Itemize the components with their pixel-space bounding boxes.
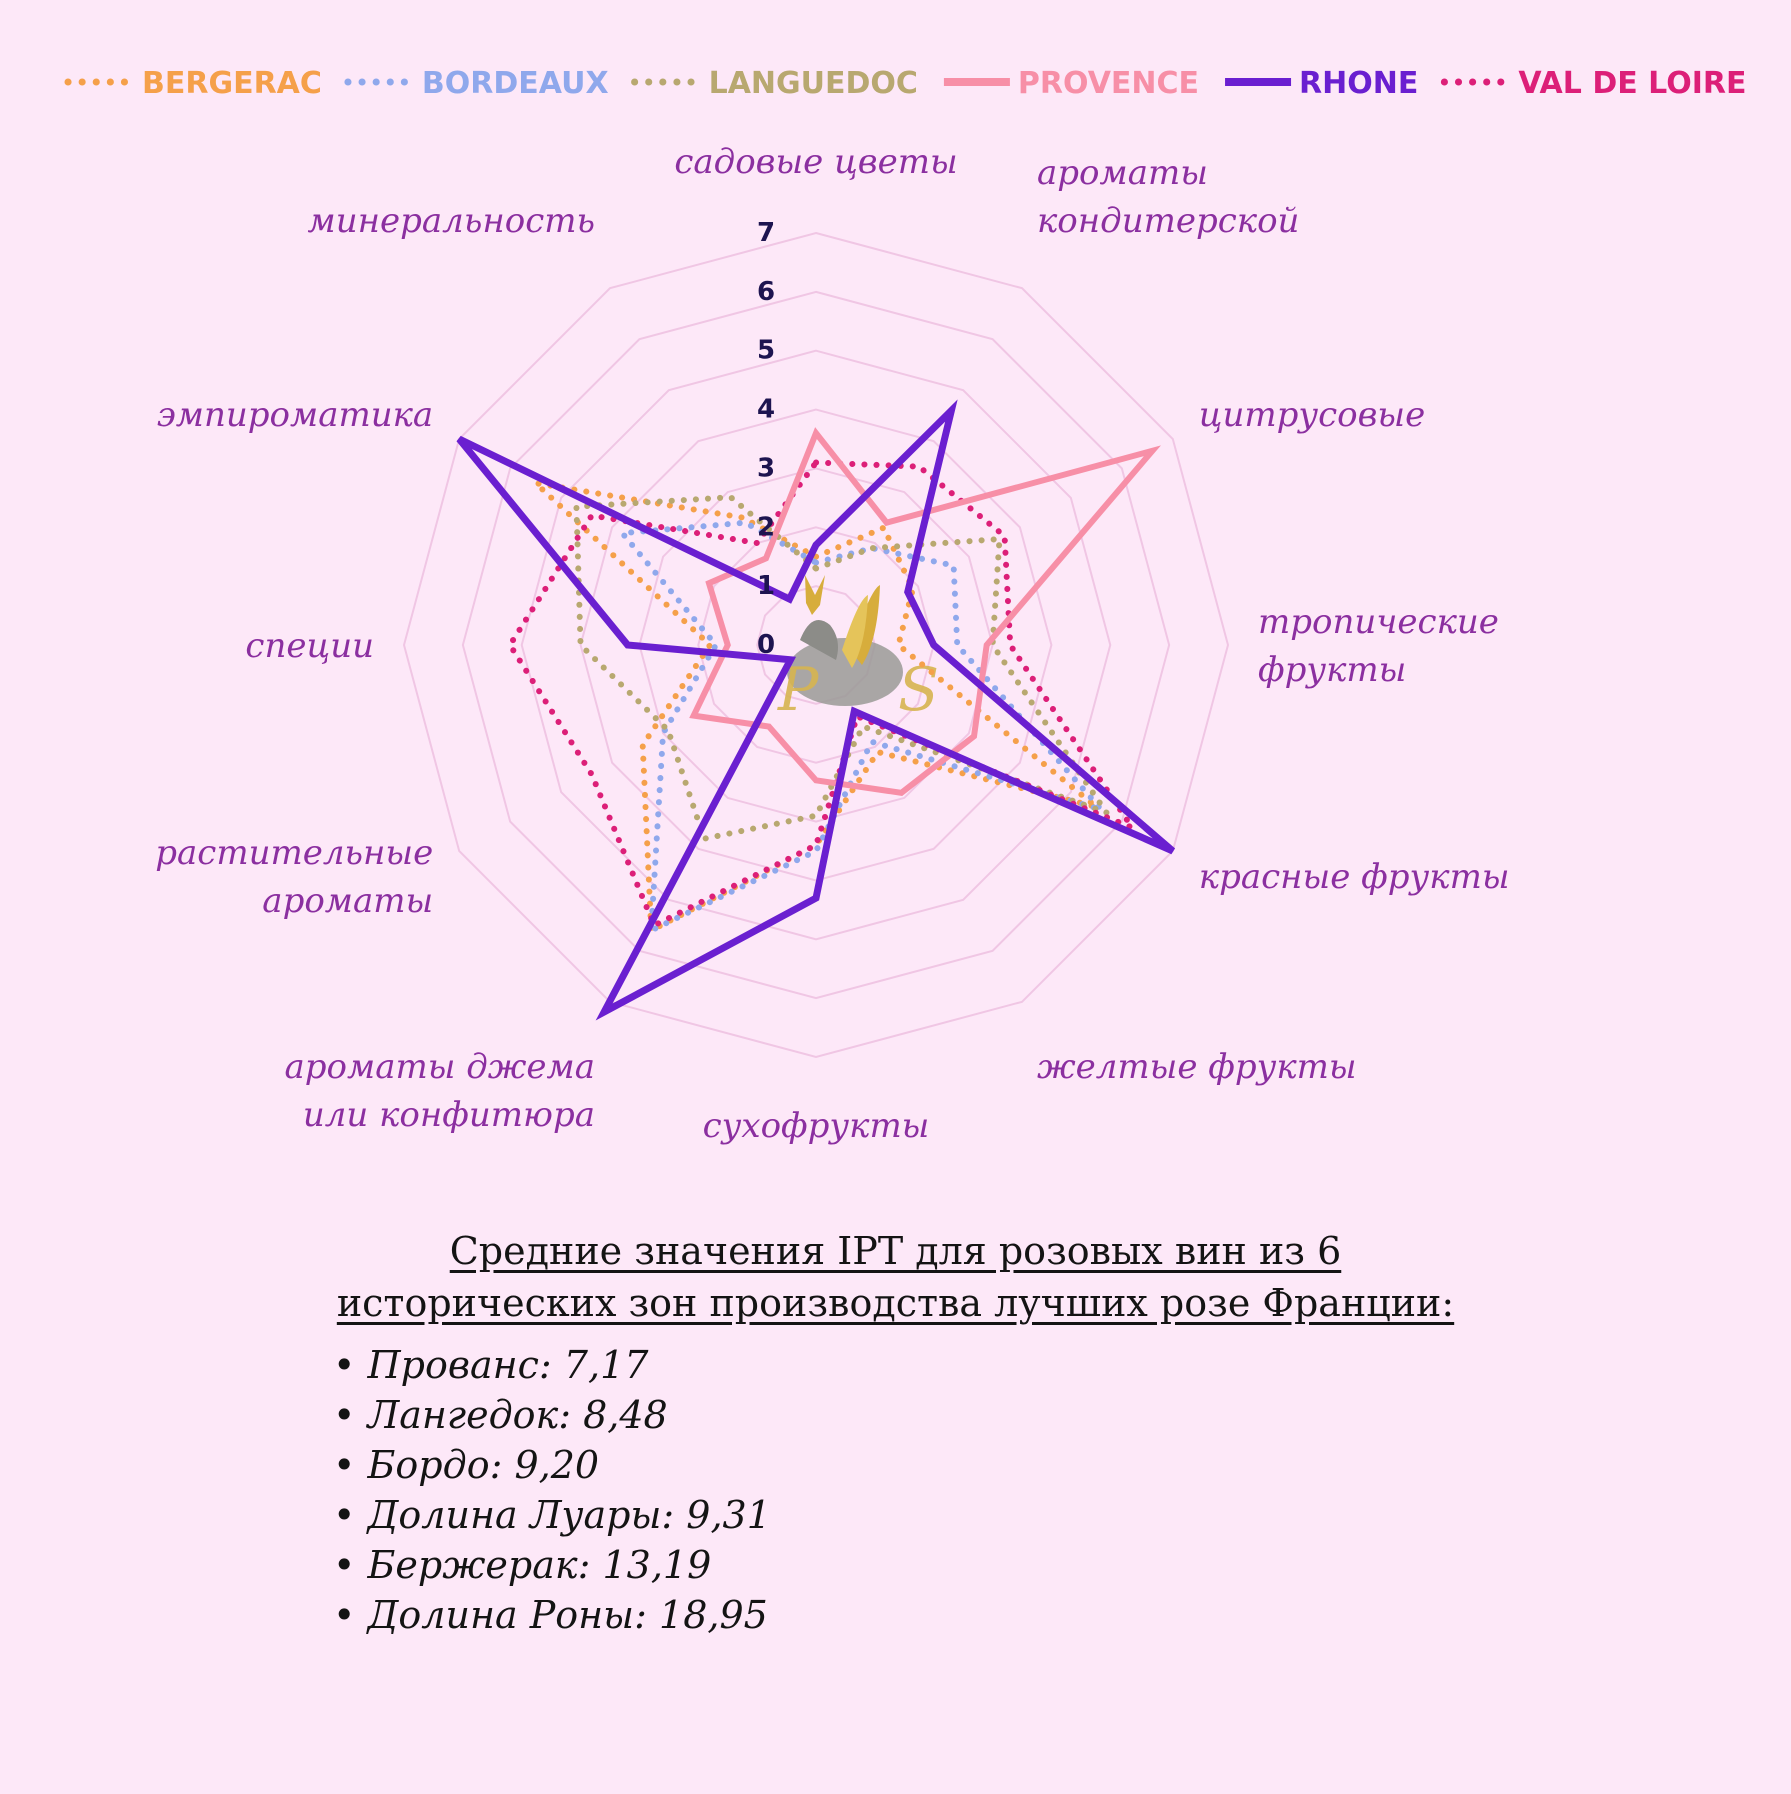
caption-line-2: исторических зон производства лучших роз… [336,1281,1455,1325]
series-layer [456,399,1176,1021]
legend-label: LANGUEDOC [709,66,918,101]
legend-label: VAL DE LOIRE [1518,66,1746,101]
svg-text:P: P [777,655,820,725]
axis-label: красные фрукты [1199,857,1510,897]
grid-ring [579,408,1053,882]
tick-label: 4 [757,395,775,425]
caption-line-1: Средние значения IPT для розовых вин из … [449,1229,1342,1273]
axis-label: эмпироматика [157,395,433,435]
stat-item: Лангедок: 8,48 [333,1390,771,1440]
legend-label: RHONE [1299,66,1418,101]
tick-label: 7 [757,218,775,248]
legend-item-val-de-loire: VAL DE LOIRE [1440,66,1746,101]
tick-label: 1 [757,571,775,601]
caption: Средние значения IPT для розовых вин из … [0,1225,1791,1329]
ipt-stats-list: Прованс: 7,17 Лангедок: 8,48 Бордо: 9,20… [333,1340,771,1640]
series-rhone [456,399,1176,1021]
stat-item: Долина Луары: 9,31 [333,1490,771,1540]
series-bergerac [526,478,1099,936]
tick-label: 3 [757,453,775,483]
legend-label: BERGERAC [142,66,322,101]
tick-label: 5 [757,336,775,366]
legend: BERGERAC BORDEAUX LANGUEDOC PROVENCE RHONE VA… [64,66,1746,101]
legend-item-languedoc: LANGUEDOC [631,66,918,101]
radial-ticks: 0 1 2 3 4 5 6 7 [757,218,775,660]
axis-label: желтые фрукты [1037,1047,1357,1087]
series-languedoc [573,494,1115,843]
axis-label: цитрусовые [1199,395,1425,435]
legend-item-bordeaux: BORDEAUX [344,66,609,101]
stat-item: Долина Роны: 18,95 [333,1590,771,1640]
grid-ring [520,349,1112,941]
legend-item-bergerac: BERGERAC [64,66,322,101]
griffin-logo: P S [777,575,939,725]
legend-label: PROVENCE [1018,66,1199,101]
tick-label: 2 [757,512,775,542]
axis-label: специи [245,626,374,666]
legend-item-rhone: RHONE [1225,66,1418,101]
series-val-de-loire [506,459,1140,930]
axis-label: минеральность [308,201,595,241]
grid-ring [697,526,935,764]
tick-label: 0 [757,630,775,660]
axis-label: садовые цветы [674,142,957,182]
svg-text:S: S [898,655,939,725]
legend-label: BORDEAUX [422,66,609,101]
grid-ring [461,290,1171,1000]
stat-item: Прованс: 7,17 [333,1340,771,1390]
series-provence [689,427,1161,796]
stat-item: Бержерак: 13,19 [333,1540,771,1590]
legend-item-provence: PROVENCE [943,66,1199,101]
grid-ring [638,467,994,823]
stat-item: Бордо: 9,20 [333,1440,771,1490]
tick-label: 6 [757,277,775,307]
axis-label: сухофрукты [703,1106,930,1146]
